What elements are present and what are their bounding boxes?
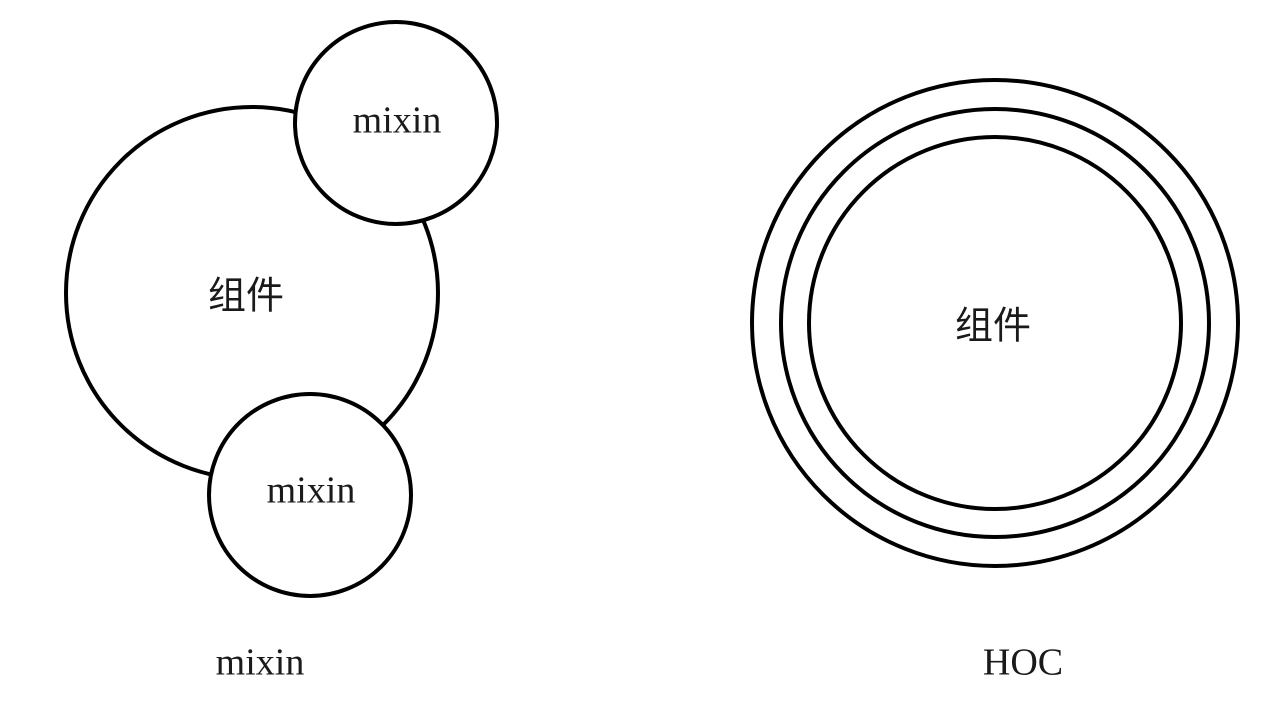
mixin-circle-bottom	[207, 392, 413, 598]
component-label: 组件	[208, 274, 284, 318]
hoc-component-label: 组件	[955, 304, 1031, 348]
mixin-circle-top	[293, 20, 499, 226]
mixin-top-label: mixin	[353, 100, 442, 142]
mixin-caption: mixin	[216, 642, 305, 684]
hoc-outer-ring	[750, 78, 1240, 568]
mixin-diagram: 组件 mixin mixin mixin	[64, 20, 499, 684]
hoc-diagram: 组件 HOC	[750, 78, 1240, 684]
hoc-component-circle	[807, 135, 1183, 511]
mixin-bottom-label: mixin	[267, 470, 356, 512]
hoc-caption: HOC	[983, 642, 1063, 684]
hoc-middle-ring	[779, 107, 1211, 539]
